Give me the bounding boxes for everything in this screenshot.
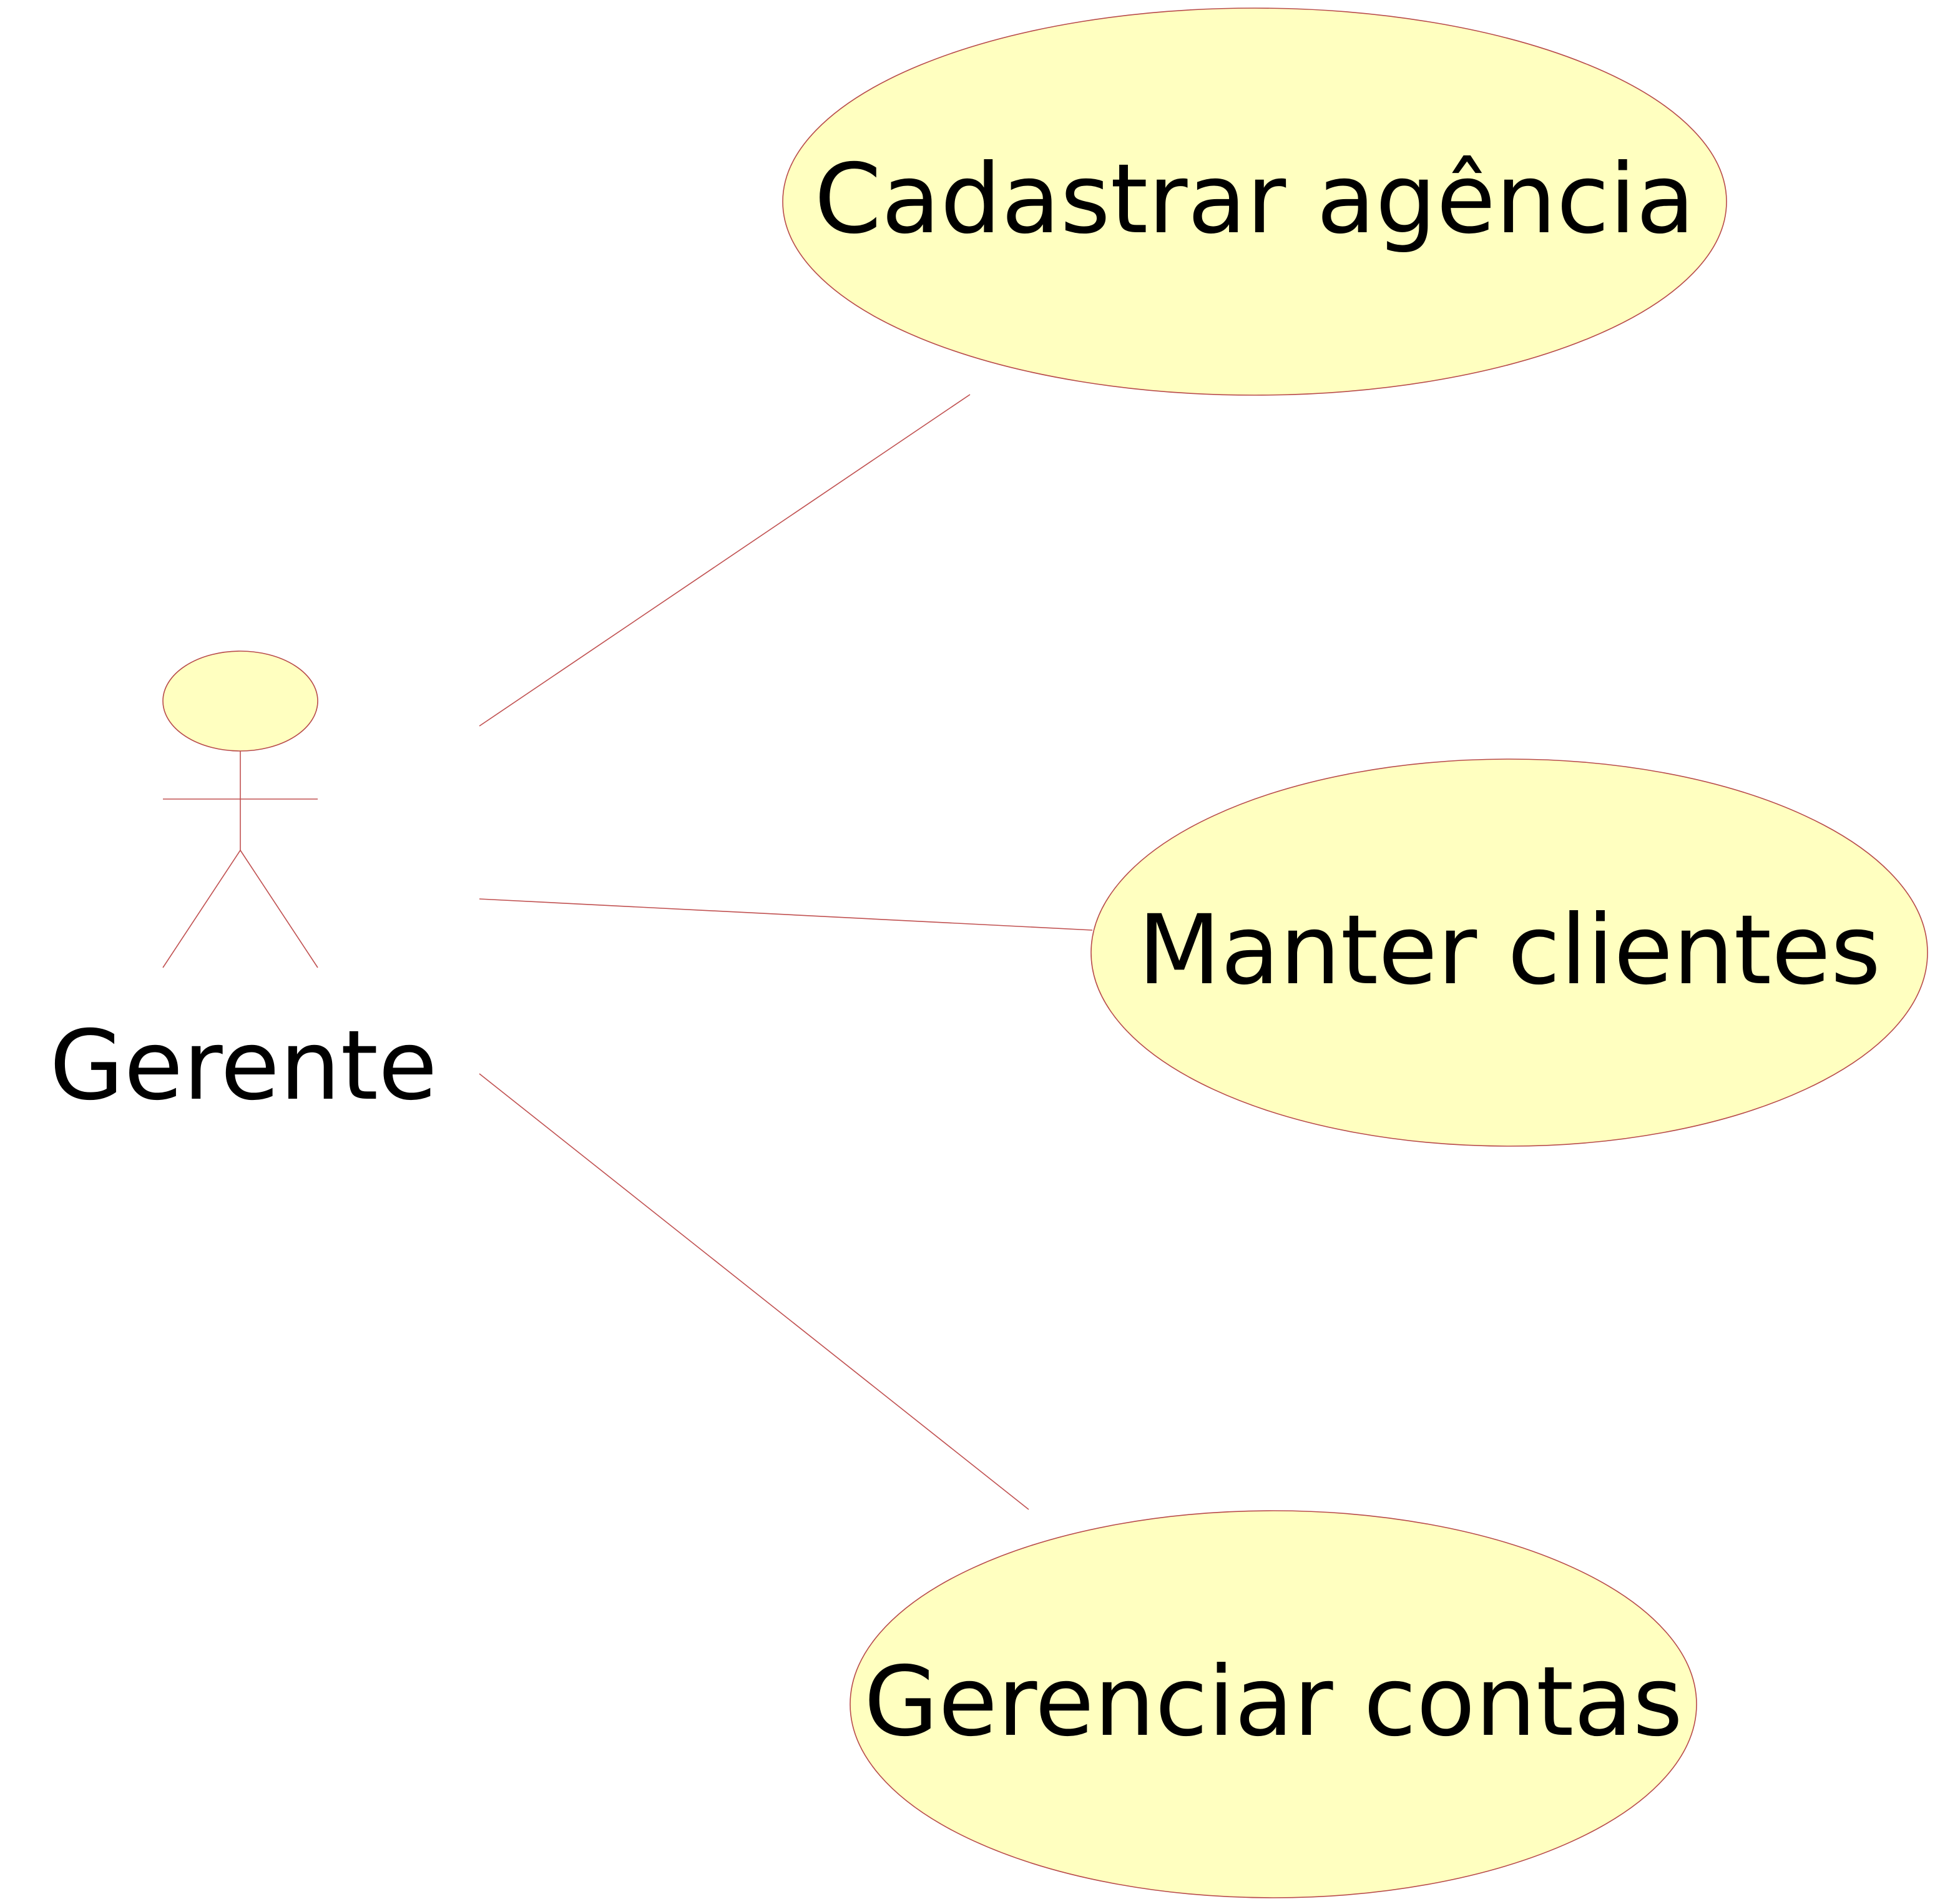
association-cadastrar-agencia (479, 394, 971, 727)
association-manter-clientes (479, 898, 1093, 931)
use-case-gerenciar-contas[interactable]: Gerenciar contas (850, 1510, 1697, 1898)
use-case-ellipse (850, 1510, 1697, 1898)
use-case-label: Gerenciar contas (864, 1646, 1683, 1758)
actor-left-leg (162, 850, 241, 968)
use-case-cadastrar-agencia[interactable]: Cadastrar agência (782, 7, 1727, 396)
actor-label: Gerente (49, 1010, 438, 1122)
use-case-ellipse (1090, 758, 1928, 1147)
association-gerenciar-contas (479, 1073, 1029, 1510)
use-case-manter-clientes[interactable]: Manter clientes (1090, 758, 1928, 1147)
actor-gerente[interactable]: Gerente (49, 650, 438, 1122)
use-case-label: Manter clientes (1138, 895, 1881, 1006)
use-case-ellipse (782, 7, 1727, 396)
actor-right-leg (240, 850, 318, 968)
use-case-label: Cadastrar agência (815, 144, 1695, 255)
actor-head (162, 650, 318, 752)
